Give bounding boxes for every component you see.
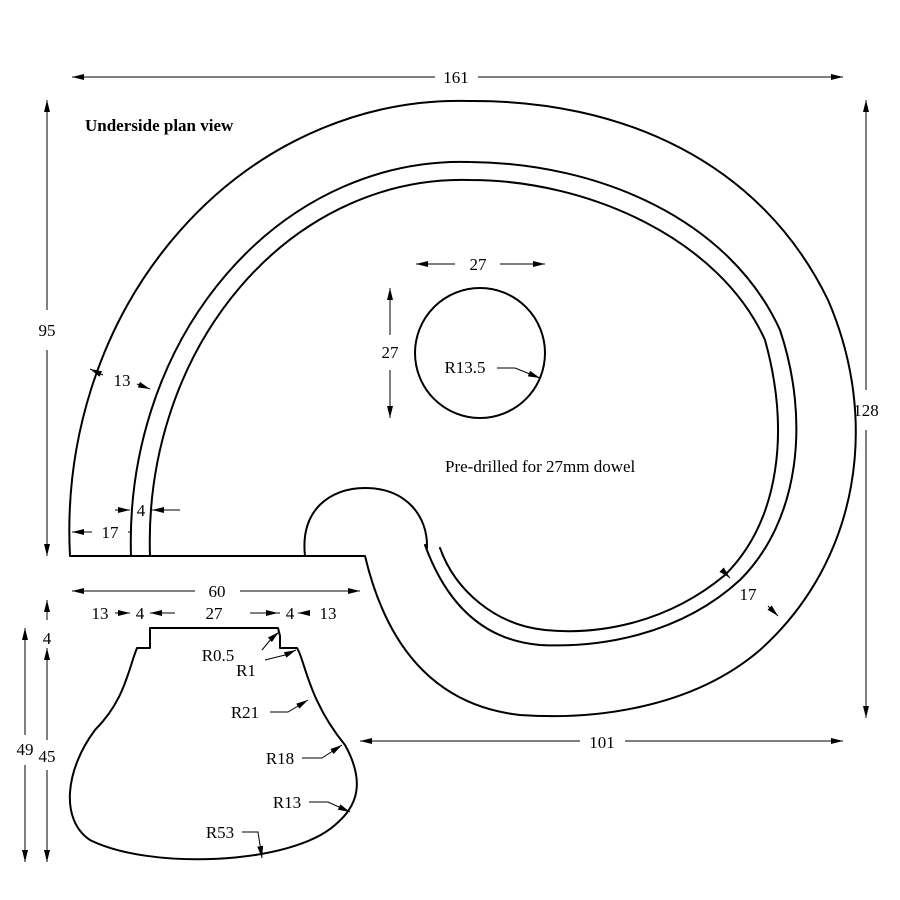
radius-label-r1: R1 [236,661,256,680]
radius-label-r53: R53 [206,823,234,842]
dim-profile-seg2: 4 [136,604,145,623]
dim-profile-step: 4 [43,629,52,648]
dim-hole-radius: R13.5 [444,358,485,377]
dim-bottom-right: 101 [589,733,615,752]
center-boss-outline [303,487,429,557]
dim-overall-height: 128 [853,401,879,420]
radius-label-r0-5: R0.5 [202,646,235,665]
dim-profile-width: 60 [209,582,226,601]
dim-left-height: 95 [39,321,56,340]
dim-profile-seg1: 13 [92,604,109,623]
groove-outer-outline [129,160,798,647]
plan-view [68,99,857,861]
profile-outline [69,627,358,861]
view-title: Underside plan view [85,116,234,135]
dim-profile-seg5: 13 [320,604,337,623]
dim-wall-outer: 13 [114,371,131,390]
radius-label-r18: R18 [266,749,294,768]
dowel-hole [414,287,546,419]
outer-edge-outline [68,99,857,718]
dim-groove: 4 [137,501,146,520]
dowel-note: Pre-drilled for 27mm dowel [445,457,636,476]
dim-profile-seg3: 27 [206,604,224,623]
dim-wall-inner-right: 17 [740,585,758,604]
dim-hole-width: 27 [470,255,488,274]
dim-hole-height: 27 [382,343,400,362]
dim-profile-total-height: 49 [17,740,34,759]
dim-overall-width: 161 [443,68,469,87]
radius-label-r21: R21 [231,703,259,722]
dim-profile-body-height: 45 [39,747,56,766]
groove-inner-outline [148,178,779,633]
dim-profile-seg4: 4 [286,604,295,623]
dimension-lines [22,74,869,862]
dim-wall-outer-bottom: 17 [102,523,120,542]
radius-label-r13: R13 [273,793,301,812]
